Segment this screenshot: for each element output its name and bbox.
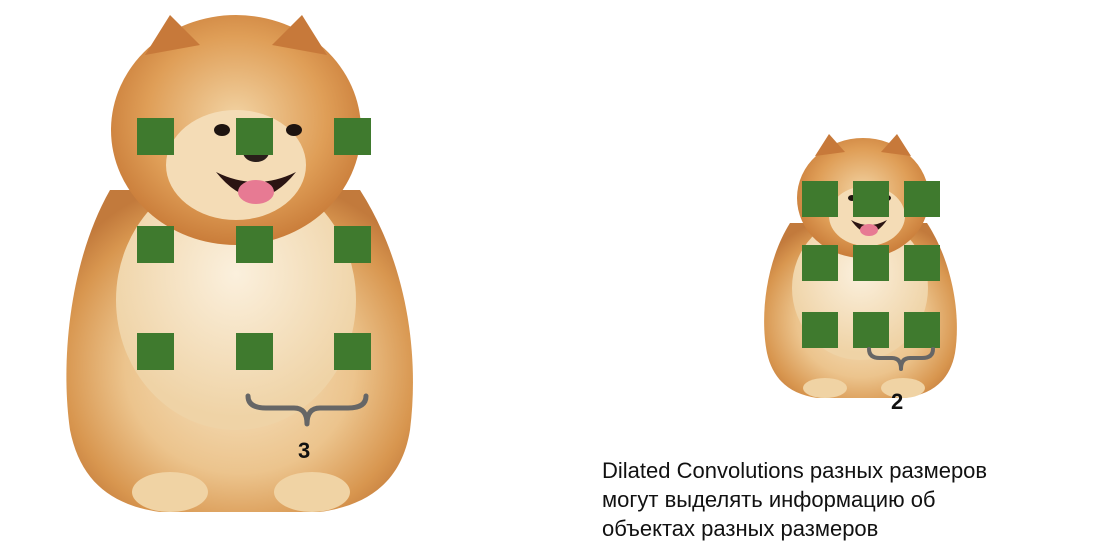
kernel-cell (137, 226, 174, 263)
kernel-cell (236, 118, 273, 155)
caption-line: Dilated Convolutions разных размеров (602, 458, 988, 483)
kernel-cell (137, 333, 174, 370)
kernel-cell (137, 118, 174, 155)
small-dilation-label: 2 (891, 389, 904, 414)
large-dilation-brace (245, 393, 369, 427)
kernel-cell (334, 118, 371, 155)
caption-line: объектах разных размеров (602, 516, 879, 541)
kernel-cell (904, 181, 940, 217)
kernel-cell (236, 333, 273, 370)
kernel-cell (802, 181, 838, 217)
large-dilation-label: 3 (298, 438, 311, 463)
kernel-cell (334, 226, 371, 263)
caption-text: Dilated Convolutions разных размеров мог… (602, 456, 1102, 543)
kernel-cell (853, 312, 889, 348)
kernel-cell (802, 312, 838, 348)
large-dog-photo (66, 15, 413, 512)
kernel-cell (904, 312, 940, 348)
kernel-cell (904, 245, 940, 281)
kernel-cell (236, 226, 273, 263)
large-dog-image (66, 15, 413, 512)
small-dilation-brace (867, 347, 935, 371)
kernel-cell (853, 245, 889, 281)
kernel-cell (853, 181, 889, 217)
kernel-cell (802, 245, 838, 281)
caption-line: могут выделять информацию об (602, 487, 936, 512)
kernel-cell (334, 333, 371, 370)
